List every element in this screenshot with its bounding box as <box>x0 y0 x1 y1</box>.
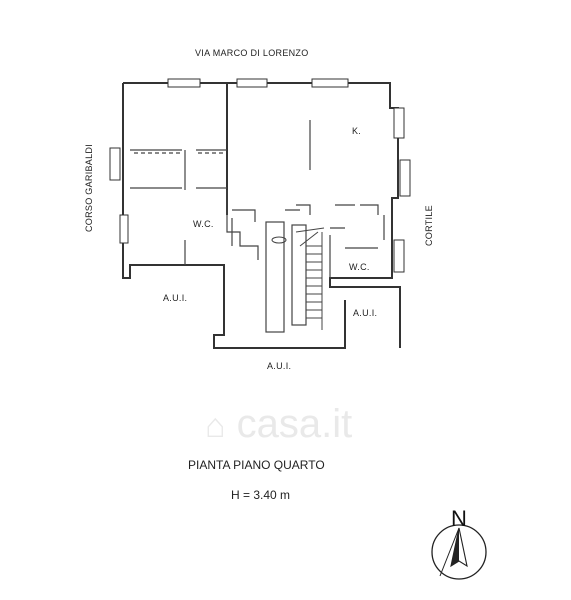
compass-north-letter: N <box>451 506 467 531</box>
window-east-1 <box>393 107 405 139</box>
partition-left-rooms <box>130 149 259 265</box>
window-west-1 <box>109 147 121 181</box>
compass-rose <box>431 524 487 580</box>
lift-shaft <box>265 221 285 333</box>
stair-core <box>291 224 307 326</box>
aui-bottom-label: A.U.I. <box>267 361 292 371</box>
window-north-1 <box>167 78 201 88</box>
window-north-2 <box>236 78 268 88</box>
aui-right-label: A.U.I. <box>353 308 378 318</box>
window-north-3 <box>311 78 349 88</box>
landing-symbol <box>271 236 287 244</box>
aui-left-label: A.U.I. <box>163 293 188 303</box>
watermark-text: casa.it <box>236 402 353 446</box>
street-west-label: CORSO GARIBALDI <box>84 143 94 232</box>
window-east-2 <box>399 159 411 197</box>
plan-height: H = 3.40 m <box>231 488 291 502</box>
watermark-house-icon: ⌂ <box>205 407 226 445</box>
room-kitchen-label: K. <box>352 126 362 136</box>
window-east-3 <box>393 239 405 273</box>
room-wc-right-label: W.C. <box>349 262 370 272</box>
courtyard-east-label: CORTILE <box>424 205 434 246</box>
partition-right-rooms <box>285 120 385 278</box>
plan-title: PIANTA PIANO QUARTO <box>188 458 325 472</box>
window-west-2 <box>119 214 129 244</box>
watermark: ⌂ casa.it <box>205 402 352 447</box>
room-wc-left-label: W.C. <box>193 219 214 229</box>
street-north-label: VIA MARCO DI LORENZO <box>195 48 309 58</box>
staircase <box>295 227 325 330</box>
